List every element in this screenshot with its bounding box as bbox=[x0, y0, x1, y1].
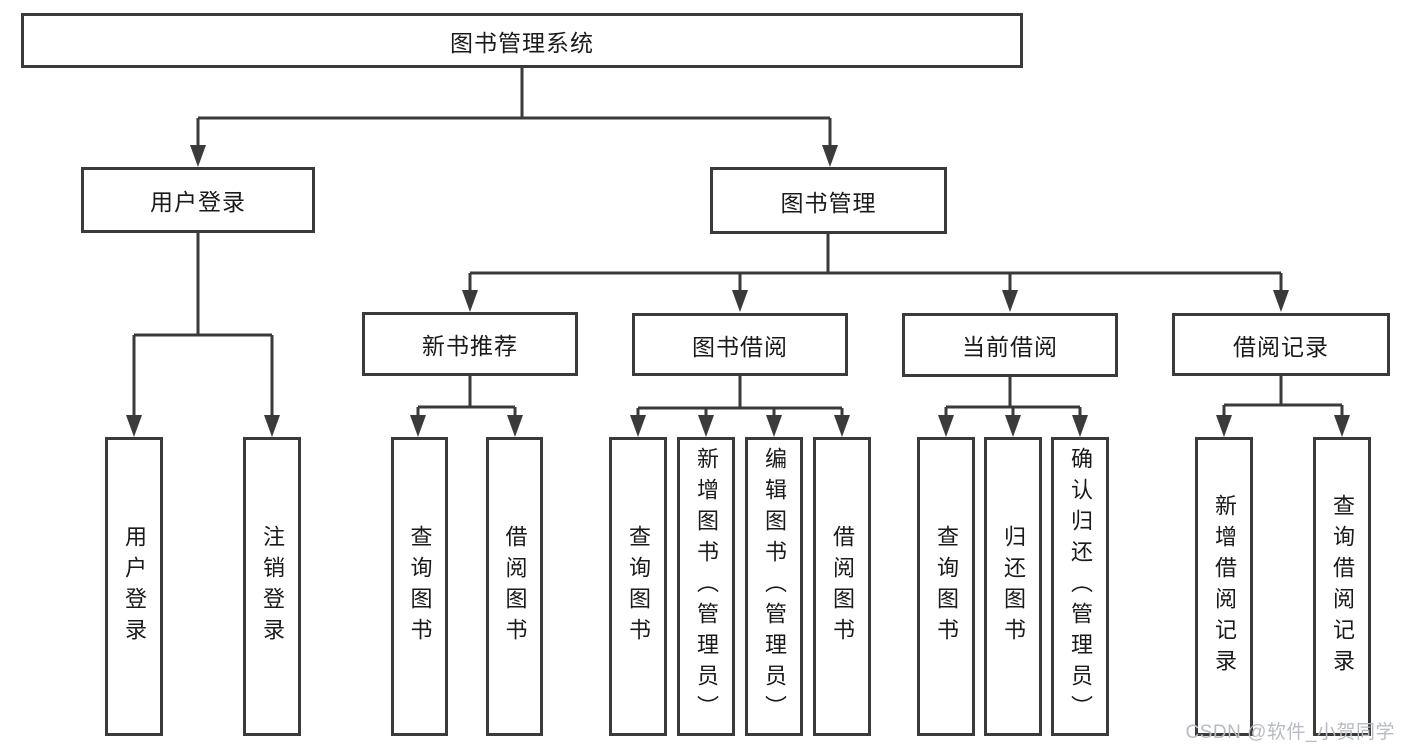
leaf-return-books: 归还图书 bbox=[984, 437, 1042, 736]
node-user-login: 用户登录 bbox=[81, 167, 315, 233]
leaf-query-books-recommend: 查询图书 bbox=[391, 437, 448, 736]
node-library-management-system: 图书管理系统 bbox=[21, 13, 1023, 68]
leaf-add-borrow-record: 新增借阅记录 bbox=[1195, 437, 1253, 736]
leaf-add-books-admin: 新增图书（管理员） bbox=[677, 437, 735, 736]
leaf-query-books-borrow-label: 查询图书 bbox=[626, 524, 651, 649]
leaf-borrow-books-recommend-label: 借阅图书 bbox=[502, 524, 528, 649]
leaf-query-borrow-record-label: 查询借阅记录 bbox=[1330, 493, 1355, 680]
leaf-edit-books-admin-label: 编辑图书（管理员） bbox=[762, 447, 787, 726]
node-book-management: 图书管理 bbox=[710, 167, 947, 234]
leaf-return-books-label: 归还图书 bbox=[1001, 524, 1026, 649]
leaf-add-books-admin-label: 新增图书（管理员） bbox=[694, 447, 719, 726]
leaf-edit-books-admin: 编辑图书（管理员） bbox=[745, 437, 803, 736]
leaf-confirm-return-admin-label: 确认归还（管理员） bbox=[1068, 447, 1093, 726]
leaf-query-borrow-record: 查询借阅记录 bbox=[1313, 437, 1371, 736]
leaf-logout-label: 注销登录 bbox=[260, 524, 285, 649]
leaf-query-books-current-label: 查询图书 bbox=[934, 524, 959, 649]
leaf-add-borrow-record-label: 新增借阅记录 bbox=[1212, 493, 1237, 680]
node-new-book-recommendation: 新书推荐 bbox=[362, 312, 578, 376]
leaf-borrow-books-label: 借阅图书 bbox=[830, 524, 855, 649]
node-book-borrowing: 图书借阅 bbox=[632, 313, 848, 376]
leaf-confirm-return-admin: 确认归还（管理员） bbox=[1051, 437, 1109, 736]
csdn-watermark: CSDN @软件_小贺同学 bbox=[1185, 722, 1395, 743]
leaf-logout: 注销登录 bbox=[243, 437, 301, 736]
leaf-query-books-recommend-label: 查询图书 bbox=[407, 524, 433, 649]
leaf-borrow-books: 借阅图书 bbox=[813, 437, 871, 736]
leaf-user-login-label: 用户登录 bbox=[122, 524, 147, 649]
node-current-borrowing: 当前借阅 bbox=[902, 313, 1118, 377]
leaf-query-books-borrow: 查询图书 bbox=[609, 437, 667, 736]
leaf-borrow-books-recommend: 借阅图书 bbox=[486, 437, 543, 736]
node-borrowing-records: 借阅记录 bbox=[1172, 313, 1390, 376]
leaf-user-login: 用户登录 bbox=[105, 437, 163, 736]
leaf-query-books-current: 查询图书 bbox=[917, 437, 975, 736]
